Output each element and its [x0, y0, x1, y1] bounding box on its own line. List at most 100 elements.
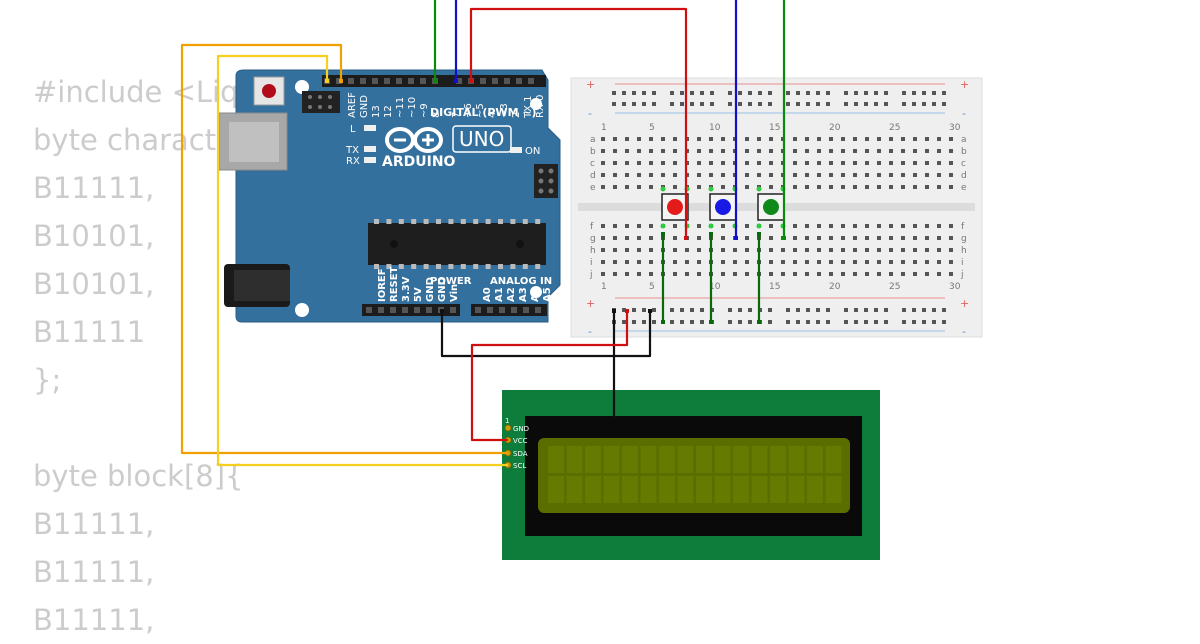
rail-hole[interactable] — [816, 320, 820, 324]
breadboard-hole[interactable] — [721, 248, 725, 252]
rail-hole[interactable] — [652, 91, 656, 95]
breadboard-hole[interactable] — [889, 161, 893, 165]
rail-hole[interactable] — [864, 308, 868, 312]
rail-hole[interactable] — [912, 308, 916, 312]
breadboard-hole[interactable] — [769, 224, 773, 228]
breadboard-hole[interactable] — [853, 260, 857, 264]
breadboard-hole[interactable] — [601, 161, 605, 165]
rail-hole[interactable] — [612, 91, 616, 95]
breadboard-hole[interactable] — [841, 161, 845, 165]
breadboard-hole[interactable] — [889, 137, 893, 141]
breadboard-hole[interactable] — [673, 248, 677, 252]
breadboard-hole[interactable] — [901, 161, 905, 165]
breadboard-hole[interactable] — [925, 236, 929, 240]
rail-hole[interactable] — [884, 91, 888, 95]
breadboard-hole[interactable] — [829, 173, 833, 177]
breadboard-hole[interactable] — [877, 161, 881, 165]
rail-hole[interactable] — [748, 102, 752, 106]
breadboard-hole[interactable] — [853, 272, 857, 276]
breadboard-hole[interactable] — [937, 260, 941, 264]
header-pin[interactable] — [402, 307, 408, 313]
rail-hole[interactable] — [786, 320, 790, 324]
breadboard-hole[interactable] — [913, 224, 917, 228]
rail-hole[interactable] — [670, 320, 674, 324]
breadboard-hole[interactable] — [889, 236, 893, 240]
header-pin[interactable] — [492, 78, 498, 84]
rail-hole[interactable] — [816, 91, 820, 95]
breadboard-hole[interactable] — [769, 173, 773, 177]
breadboard-hole[interactable] — [721, 173, 725, 177]
breadboard-hole[interactable] — [661, 173, 665, 177]
rail-hole[interactable] — [796, 308, 800, 312]
breadboard-hole[interactable] — [805, 137, 809, 141]
breadboard-hole[interactable] — [769, 248, 773, 252]
breadboard-hole[interactable] — [901, 272, 905, 276]
breadboard-hole[interactable] — [673, 236, 677, 240]
header-pin[interactable] — [378, 307, 384, 313]
rail-hole[interactable] — [632, 308, 636, 312]
header-pin[interactable] — [523, 307, 529, 313]
breadboard-hole[interactable] — [793, 173, 797, 177]
breadboard-hole[interactable] — [865, 224, 869, 228]
breadboard-hole[interactable] — [721, 149, 725, 153]
breadboard-hole[interactable] — [889, 224, 893, 228]
breadboard-hole[interactable] — [769, 149, 773, 153]
breadboard-hole[interactable] — [889, 272, 893, 276]
rail-hole[interactable] — [632, 102, 636, 106]
breadboard-hole[interactable] — [649, 248, 653, 252]
rail-hole[interactable] — [902, 91, 906, 95]
breadboard-hole[interactable] — [817, 173, 821, 177]
breadboard-hole[interactable] — [685, 248, 689, 252]
breadboard-hole[interactable] — [781, 272, 785, 276]
breadboard-hole[interactable] — [613, 185, 617, 189]
breadboard-hole[interactable] — [913, 272, 917, 276]
rail-hole[interactable] — [700, 320, 704, 324]
rail-hole[interactable] — [826, 320, 830, 324]
breadboard-hole[interactable] — [901, 149, 905, 153]
rail-hole[interactable] — [922, 102, 926, 106]
rail-hole[interactable] — [690, 91, 694, 95]
breadboard-hole[interactable] — [601, 236, 605, 240]
breadboard-hole[interactable] — [637, 137, 641, 141]
rail-hole[interactable] — [864, 320, 868, 324]
breadboard-hole[interactable] — [817, 137, 821, 141]
rail-hole[interactable] — [700, 91, 704, 95]
breadboard-hole[interactable] — [865, 185, 869, 189]
rail-hole[interactable] — [728, 91, 732, 95]
breadboard-hole[interactable] — [901, 248, 905, 252]
push-button[interactable] — [708, 186, 738, 229]
rail-hole[interactable] — [932, 320, 936, 324]
breadboard-hole[interactable] — [649, 185, 653, 189]
rail-hole[interactable] — [874, 308, 878, 312]
rail-hole[interactable] — [728, 308, 732, 312]
breadboard-hole[interactable] — [829, 149, 833, 153]
breadboard-hole[interactable] — [817, 161, 821, 165]
breadboard-hole[interactable] — [769, 161, 773, 165]
breadboard-hole[interactable] — [829, 161, 833, 165]
push-button[interactable] — [756, 186, 786, 229]
rail-hole[interactable] — [738, 91, 742, 95]
rail-hole[interactable] — [826, 91, 830, 95]
breadboard-hole[interactable] — [769, 272, 773, 276]
breadboard-hole[interactable] — [625, 173, 629, 177]
breadboard-hole[interactable] — [637, 185, 641, 189]
header-pin[interactable] — [414, 307, 420, 313]
breadboard-hole[interactable] — [805, 236, 809, 240]
breadboard-hole[interactable] — [841, 248, 845, 252]
breadboard-hole[interactable] — [877, 149, 881, 153]
rail-hole[interactable] — [680, 320, 684, 324]
breadboard-hole[interactable] — [601, 272, 605, 276]
breadboard-hole[interactable] — [805, 224, 809, 228]
breadboard-hole[interactable] — [817, 185, 821, 189]
breadboard-hole[interactable] — [697, 260, 701, 264]
breadboard-hole[interactable] — [625, 260, 629, 264]
rail-hole[interactable] — [680, 91, 684, 95]
rail-hole[interactable] — [710, 102, 714, 106]
rail-hole[interactable] — [690, 308, 694, 312]
rail-hole[interactable] — [942, 102, 946, 106]
rail-hole[interactable] — [758, 102, 762, 106]
breadboard-hole[interactable] — [673, 260, 677, 264]
rail-hole[interactable] — [854, 308, 858, 312]
breadboard-hole[interactable] — [949, 260, 953, 264]
